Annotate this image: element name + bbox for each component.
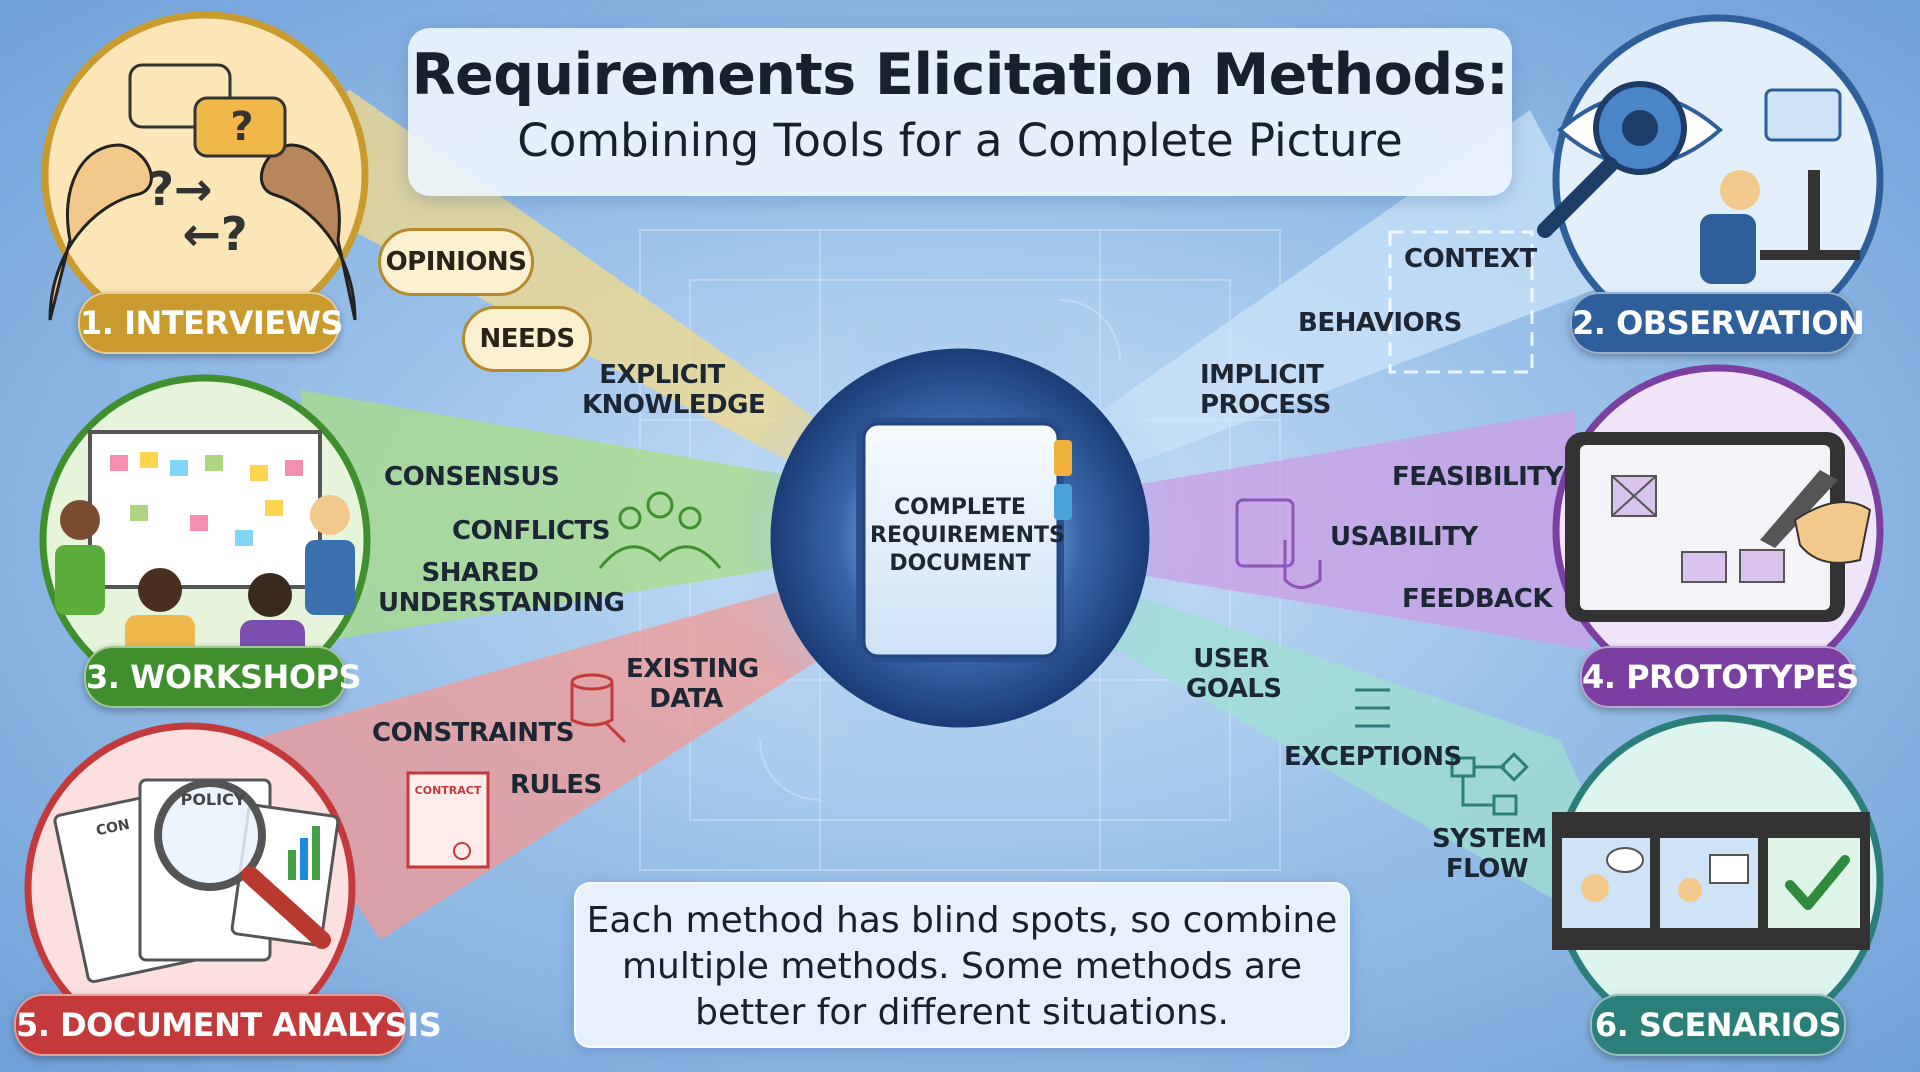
title-panel: Requirements Elicitation Methods: Combin…	[408, 28, 1512, 196]
usability-label: USABILITY	[1330, 522, 1478, 552]
feasibility-label: FEASIBILITY	[1392, 462, 1563, 492]
feedback-label: FEEDBACK	[1402, 584, 1553, 614]
consensus-label: CONSENSUS	[384, 462, 560, 492]
data-text: DATA	[649, 684, 723, 714]
knowledge-text: KNOWLEDGE	[582, 390, 766, 420]
central-label-line2: REQUIREMENTS	[870, 523, 1065, 548]
explicit-text: EXPLICIT	[599, 360, 725, 390]
shared-understanding-label: SHARED UNDERSTANDING	[378, 558, 625, 618]
context-label: CONTEXT	[1404, 244, 1537, 274]
user-goals-label: USER GOALS	[1186, 644, 1282, 704]
conflicts-label: CONFLICTS	[452, 516, 611, 546]
understanding-text: UNDERSTANDING	[378, 588, 625, 618]
scenarios-badge: 6. SCENARIOS	[1590, 994, 1846, 1056]
central-label-line3: DOCUMENT	[889, 551, 1031, 576]
svg-text:←?: ←?	[182, 207, 247, 261]
scenarios-illustration	[1552, 714, 1884, 1046]
flowchart-icon	[1450, 752, 1529, 816]
document-analysis-illustration	[24, 722, 356, 1054]
implicit-process-label: IMPLICIT PROCESS	[1200, 360, 1331, 420]
database-icon	[570, 673, 627, 744]
central-document-label: COMPLETE REQUIREMENTS DOCUMENT	[870, 494, 1065, 578]
workshops-illustration	[39, 374, 371, 706]
observation-badge: 2. OBSERVATION	[1570, 292, 1865, 354]
user-text: USER	[1193, 644, 1269, 674]
system-flow-label: SYSTEM FLOW	[1432, 824, 1547, 884]
group-people-icon	[598, 491, 722, 569]
system-text: SYSTEM	[1432, 824, 1547, 854]
goals-text: GOALS	[1186, 674, 1282, 704]
prototypes-illustration	[1552, 364, 1884, 696]
behaviors-label: BEHAVIORS	[1298, 308, 1462, 338]
page-subtitle: Combining Tools for a Complete Picture	[517, 114, 1403, 167]
interviews-badge: 1. INTERVIEWS	[78, 292, 343, 354]
observation-illustration	[1537, 14, 1884, 346]
beam-prototypes	[960, 410, 1590, 650]
requirements-document-icon	[856, 418, 1072, 662]
policy-text: POLICY	[180, 790, 246, 809]
exceptions-label: EXCEPTIONS	[1284, 742, 1462, 772]
beam-workshops	[300, 390, 960, 640]
contract-text: CONTRACT	[414, 784, 482, 797]
flow-text: FLOW	[1445, 854, 1529, 884]
footer-note: Each method has blind spots, so combine …	[574, 882, 1350, 1048]
process-text: PROCESS	[1200, 390, 1331, 420]
contract-icon	[406, 771, 490, 869]
footer-line3: better for different situations.	[695, 992, 1229, 1033]
opinions-bubble: OPINIONS	[378, 228, 534, 296]
existing-text: EXISTING	[626, 654, 759, 684]
explicit-knowledge-label: EXPLICIT KNOWLEDGE	[582, 360, 766, 420]
rules-label: RULES	[510, 770, 602, 800]
hand-pointer-icon	[1235, 498, 1322, 589]
implicit-text: IMPLICIT	[1200, 360, 1324, 390]
workshops-badge: 3. WORKSHOPS	[84, 646, 362, 708]
checklist-icon	[1355, 688, 1390, 728]
users-outline-icon	[1388, 230, 1534, 374]
interviews-illustration: ? ?→ ←?	[41, 11, 369, 339]
central-label-line1: COMPLETE	[894, 495, 1026, 520]
constraints-label: CONSTRAINTS	[372, 718, 574, 748]
svg-text:?→: ?→	[147, 162, 212, 216]
svg-text:?: ?	[230, 104, 253, 150]
shared-text: SHARED	[421, 558, 539, 588]
needs-bubble: NEEDS	[462, 306, 592, 372]
page-title: Requirements Elicitation Methods:	[411, 42, 1509, 108]
existing-data-label: EXISTING DATA	[626, 654, 759, 714]
footer-line2: multiple methods. Some methods are	[621, 946, 1303, 987]
footer-line1: Each method has blind spots, so combine	[586, 900, 1338, 941]
prototypes-badge: 4. PROTOTYPES	[1580, 646, 1859, 708]
document-analysis-badge: 5. DOCUMENT ANALYSIS	[14, 994, 442, 1056]
